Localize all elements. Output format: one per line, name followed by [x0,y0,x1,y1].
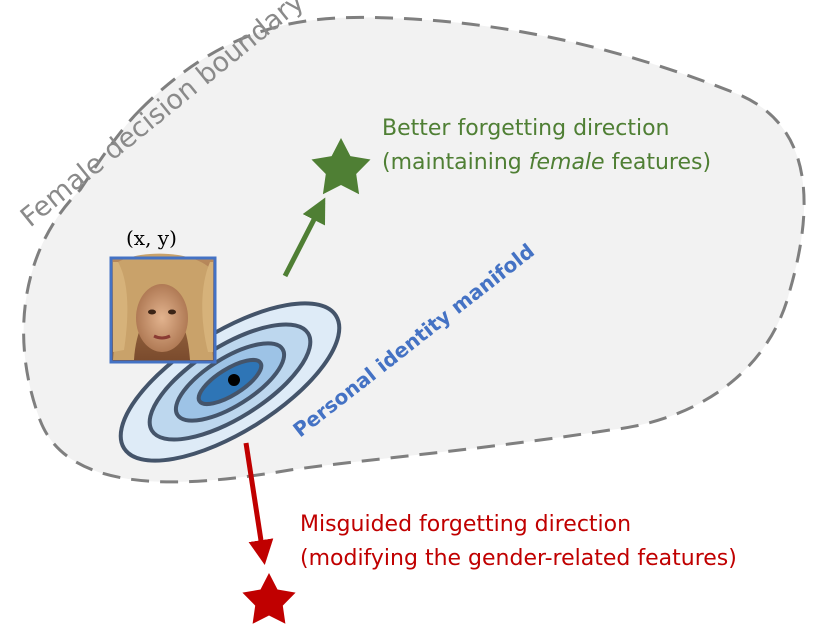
better-caption-pre: (maintaining [382,150,529,175]
misguided-caption-line1: Misguided forgetting direction [300,512,632,537]
better-target-star [311,138,371,195]
better-caption-italic: female [528,150,605,175]
misguided-direction-arrow [243,442,274,565]
misguided-target-star [242,573,296,624]
sample-face-image [109,253,217,364]
better-direction-caption: Better forgetting direction (maintaining… [382,112,711,180]
better-direction-arrow [282,197,326,278]
sample-label: (x, y) [126,226,177,250]
better-caption-post: features) [604,150,712,175]
sample-point [228,374,240,386]
misguided-caption-line2: (modifying the gender-related features) [300,546,737,571]
better-caption-line2: (maintaining female features) [382,146,711,180]
better-caption-line1: Better forgetting direction [382,116,670,141]
misguided-direction-caption: Misguided forgetting direction (modifyin… [300,508,737,576]
